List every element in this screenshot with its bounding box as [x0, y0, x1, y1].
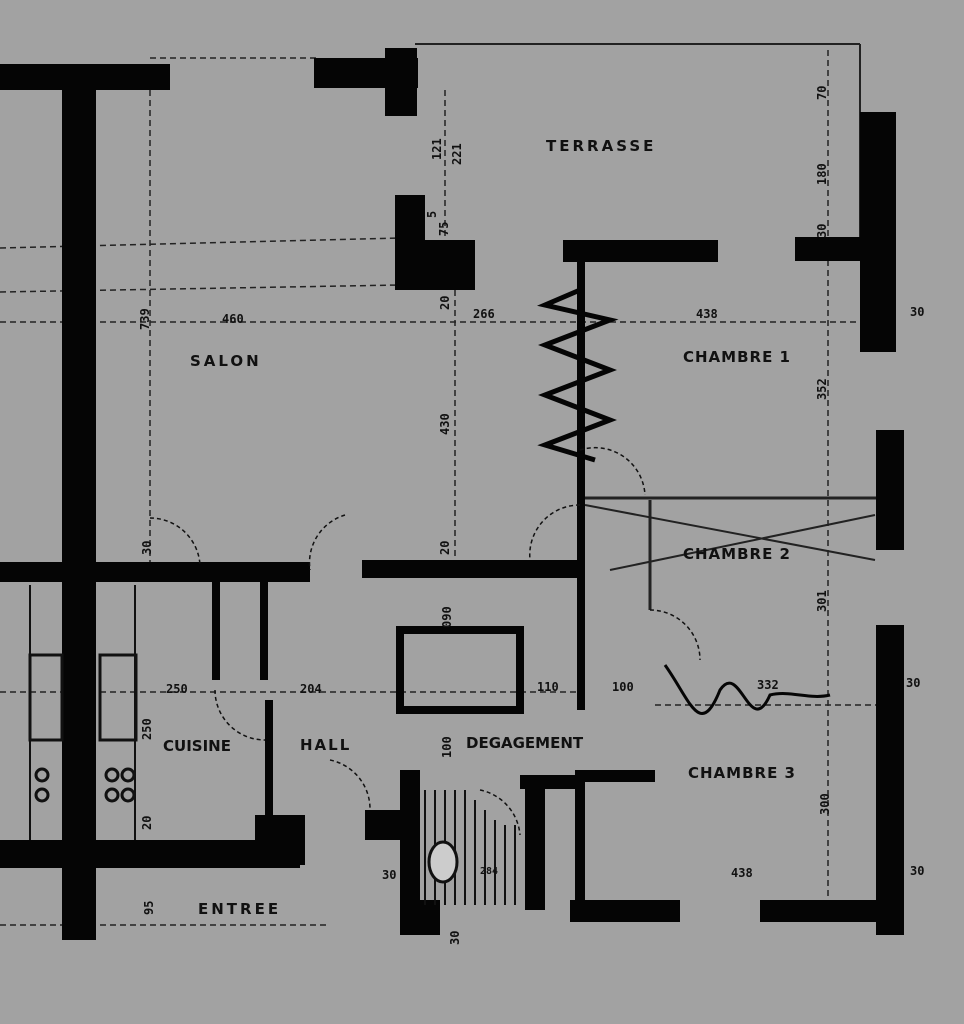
dim-sdb: 284 [480, 866, 499, 877]
dim-deg-d: 090 [440, 606, 454, 628]
dim-hall-width: 204 [300, 682, 322, 696]
dim-step-a: 121 [430, 138, 444, 160]
dim-cuisine-b: 20 [140, 815, 154, 830]
dim-chambre2-height: 301 [815, 590, 829, 612]
room-label-terrasse: TERRASSE [546, 137, 657, 155]
dim-chambre1-width: 438 [696, 307, 718, 321]
kitchen-appliances [28, 653, 459, 884]
dim-terrasse-c: 30 [815, 223, 829, 238]
dim-step-c: 5 [425, 210, 439, 218]
dim-deg-b: 110 [537, 680, 559, 694]
dim-wall-c: 30 [140, 540, 154, 555]
dim-deg-c: 100 [440, 736, 454, 758]
dim-salon-height: 430 [438, 413, 452, 435]
dim-step-b: 221 [450, 143, 464, 165]
dim-terrasse-a: 70 [815, 85, 829, 100]
dim-salon-width: 460 [222, 312, 244, 326]
dim-chambre3-height: 300 [818, 793, 832, 815]
scribble-mark-2 [663, 664, 831, 715]
door-swings [149, 446, 701, 836]
dim-chambre3-width: 332 [757, 678, 779, 692]
room-label-salon: SALON [190, 352, 262, 370]
dim-passage: 266 [473, 307, 495, 321]
room-label-chambre-1: CHAMBRE 1 [683, 348, 791, 366]
dim-entree-wall: 30 [382, 868, 397, 882]
dim-step-d: 75 [437, 221, 451, 236]
dim-wall-b: 20 [438, 540, 452, 555]
dim-cuisine-width: 250 [166, 682, 188, 696]
room-label-entree: ENTREE [198, 900, 282, 918]
dim-chambre1-height: 352 [815, 378, 829, 400]
dim-entree-a: 95 [142, 900, 156, 915]
scribble-mark [536, 287, 619, 463]
dim-terrasse-b: 180 [815, 163, 829, 185]
walls [0, 48, 904, 940]
room-label-hall: HALL [300, 736, 352, 754]
dim-right-wall-1: 30 [910, 305, 925, 319]
dimension-lines [0, 43, 900, 926]
dim-right-wall-2: 30 [906, 676, 921, 690]
room-label-chambre-2: CHAMBRE 2 [683, 545, 791, 563]
dim-bottom-30: 30 [448, 930, 462, 945]
room-label-cuisine: CUISINE [163, 737, 231, 755]
room-label-chambre-3: CHAMBRE 3 [688, 764, 796, 782]
room-label-degagement: DEGAGEMENT [466, 734, 584, 752]
dim-deg-a: 100 [612, 680, 634, 694]
dim-right-wall-3: 30 [910, 864, 925, 878]
dim-wall-a: 20 [438, 295, 452, 310]
dim-salon-left: 739 [138, 308, 152, 330]
dim-cuisine-height: 250 [140, 718, 154, 740]
dim-chambre3-bottom: 438 [731, 866, 753, 880]
